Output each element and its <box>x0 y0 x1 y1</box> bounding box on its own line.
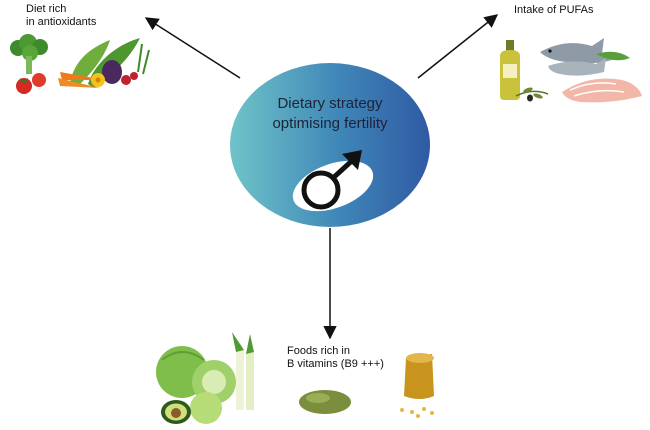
arrow-to-pufa <box>417 14 499 79</box>
central-ellipse <box>230 63 430 227</box>
antioxidants-label-line2: in antioxidants <box>26 16 97 28</box>
b-vitamins-label-line1: Foods rich in <box>287 345 350 357</box>
antioxidants-label-line1: Diet rich <box>26 3 67 15</box>
center-title-line2: optimising fertility <box>272 115 388 132</box>
b-vitamins-label-line2: B vitamins (B9 +++) <box>287 358 384 370</box>
arrow-to-antioxidants <box>144 17 241 79</box>
antioxidants-label: Diet rich in antioxidants <box>26 3 96 29</box>
center-title-line1: Dietary strategy <box>277 95 383 112</box>
leafy-greens-and-legumes-icon <box>156 332 434 424</box>
vegetables-icon <box>10 34 150 94</box>
center-title: Dietary strategy optimising fertility <box>240 94 420 134</box>
pufa-label-line1: Intake of PUFAs <box>514 4 594 16</box>
pufa-label: Intake of PUFAs <box>514 4 593 17</box>
male-symbol-icon <box>292 150 374 212</box>
b-vitamins-label: Foods rich in B vitamins (B9 +++) <box>287 345 384 371</box>
fish-and-olive-oil-icon <box>500 38 642 103</box>
